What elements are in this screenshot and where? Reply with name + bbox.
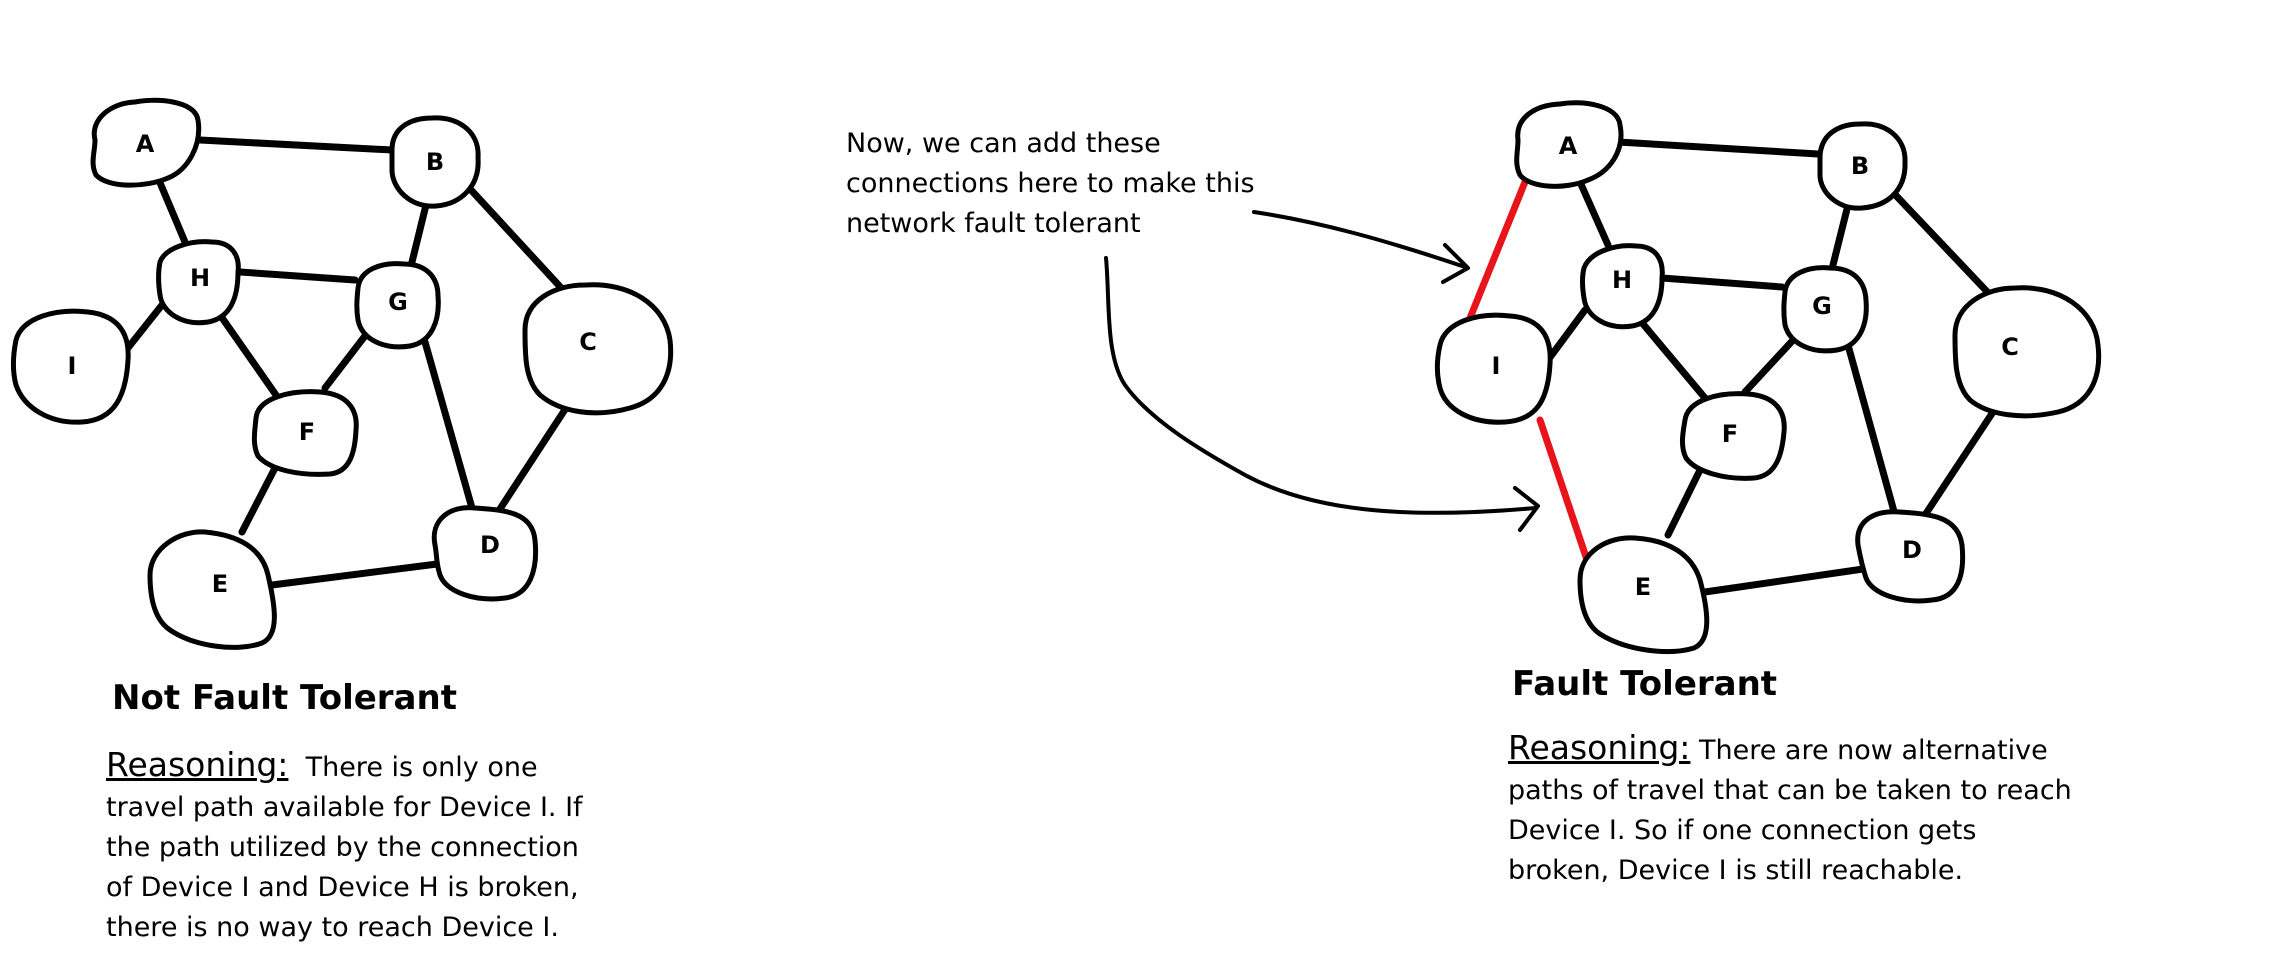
node-d-blob-right (1855, 509, 1966, 604)
node-b-blob-right (1817, 121, 1908, 211)
node-c-label: C (579, 328, 597, 356)
annotation-line-2: connections here to make this (846, 168, 1255, 199)
right-reasoning-line-3: Device I. So if one connection gets (1508, 815, 1977, 846)
edge-h-g (236, 268, 359, 284)
node-g-label-right: G (1812, 292, 1832, 320)
edge-g-f (321, 328, 372, 392)
node-e-blob (147, 529, 277, 650)
right-reasoning-label: Reasoning: (1508, 728, 1691, 767)
node-h-label-right: H (1612, 266, 1632, 294)
node-a-blob-right (1514, 100, 1624, 189)
edge-h-i-right (1544, 306, 1589, 364)
right-network-diagram: A B C D E F G H I (1434, 100, 2102, 655)
edge-b-c (456, 174, 569, 296)
edge-h-f (214, 308, 280, 399)
node-b-label-right: B (1851, 152, 1869, 180)
edge-c-d-right (1921, 408, 1997, 519)
annotation-line-1: Now, we can add these (846, 128, 1161, 159)
node-i-label-right: I (1492, 352, 1501, 380)
node-h-blob-right (1580, 243, 1665, 330)
arrow-to-top-connection (1252, 210, 1467, 269)
node-f-label-right: F (1722, 420, 1738, 448)
node-b-blob (389, 115, 481, 209)
annotation-line-3: network fault tolerant (846, 208, 1141, 239)
node-c-blob-right (1952, 285, 2102, 419)
edge-a-b (196, 136, 396, 154)
edge-g-f-right (1741, 334, 1799, 396)
left-network-diagram: A B C D E F G H I (10, 97, 674, 650)
edge-a-h-right (1576, 178, 1612, 249)
arrow-to-bottom-connection (1104, 256, 1537, 515)
left-reasoning-line-4: of Device I and Device H is broken, (106, 872, 579, 903)
node-c-blob (522, 282, 674, 416)
edge-b-g (408, 201, 430, 266)
edge-e-d (268, 559, 449, 589)
node-b-label: B (426, 148, 444, 176)
right-reasoning: Reasoning: There are now alternative pat… (1508, 728, 2072, 891)
edge-f-e (238, 464, 279, 536)
right-reasoning-first-line: Reasoning: There are now alternative (1508, 728, 2072, 771)
right-reasoning-line-2: paths of travel that can be taken to rea… (1508, 775, 2072, 806)
edge-f-e-right (1664, 466, 1704, 539)
node-a-blob (90, 97, 202, 188)
node-d-label: D (480, 531, 500, 559)
node-e-label-right: E (1635, 573, 1651, 601)
node-d-blob (431, 505, 539, 602)
edge-a-b-right (1614, 138, 1822, 158)
node-g-blob (354, 261, 441, 350)
node-a-label-right: A (1559, 132, 1578, 160)
node-h-blob (156, 239, 241, 326)
arrow-head-top (1441, 243, 1470, 284)
edge-b-c-right (1882, 181, 1999, 304)
left-reasoning-label: Reasoning: (106, 745, 289, 784)
edge-g-d (421, 338, 476, 512)
left-reasoning: Reasoning: There is only one travel path… (106, 745, 583, 948)
node-d-label-right: D (1902, 536, 1922, 564)
right-reasoning-line-1: There are now alternative (1699, 735, 2048, 766)
node-e-blob-right (1577, 535, 1710, 655)
edge-e-d-right (1701, 564, 1874, 596)
edge-h-g-right (1658, 274, 1786, 291)
node-a-label: A (136, 130, 155, 158)
right-reasoning-line-4: broken, Device I is still reachable. (1508, 855, 1964, 886)
node-h-label: H (190, 264, 210, 292)
node-g-blob-right (1781, 265, 1869, 354)
node-c-label-right: C (2001, 333, 2019, 361)
left-reasoning-first-line: Reasoning: There is only one (106, 745, 583, 788)
left-reasoning-line-1: There is only one (305, 752, 538, 783)
right-heading: Fault Tolerant (1512, 664, 1778, 704)
node-f-blob (251, 389, 359, 477)
node-e-label: E (212, 570, 228, 598)
annotation-group: Now, we can add these connections here t… (846, 128, 1540, 532)
edge-a-h (154, 174, 189, 246)
edge-c-d (494, 404, 570, 516)
edge-g-d-right (1844, 341, 1899, 519)
node-g-label: G (388, 288, 408, 316)
node-i-blob (10, 308, 131, 425)
edge-b-g-right (1829, 201, 1852, 269)
left-heading: Not Fault Tolerant (112, 678, 457, 718)
added-edge-i-e (1536, 416, 1591, 564)
left-reasoning-line-2: travel path available for Device I. If (106, 792, 583, 823)
edge-h-f-right (1634, 314, 1709, 402)
arrow-head-bottom (1513, 486, 1540, 532)
left-reasoning-line-5: there is no way to reach Device I. (106, 912, 559, 943)
node-i-label: I (68, 352, 77, 380)
added-edge-a-i (1466, 178, 1529, 322)
node-f-label: F (299, 418, 315, 446)
left-reasoning-line-3: the path utilized by the connection (106, 832, 579, 863)
node-f-blob-right (1680, 391, 1787, 481)
node-i-blob-right (1434, 312, 1553, 425)
